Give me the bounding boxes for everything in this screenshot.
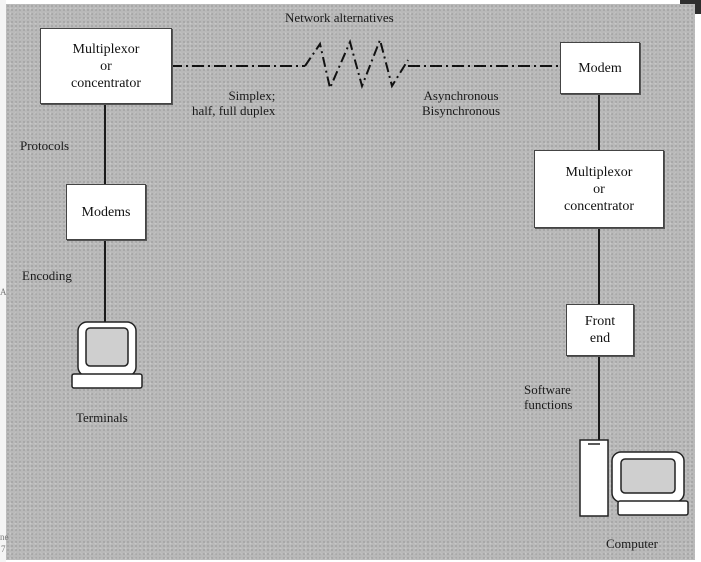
- margin-fragment-7: 7: [1, 544, 6, 554]
- left-multiplexor-line3: concentrator: [71, 75, 141, 91]
- right-modem-label: Modem: [578, 60, 622, 76]
- terminals-label: Terminals: [76, 410, 128, 425]
- right-link-software: [598, 355, 600, 445]
- computer-label: Computer: [606, 536, 658, 551]
- duplex-line2: half, full duplex: [192, 103, 276, 118]
- terminal-icon: [71, 321, 143, 389]
- encoding-label: Encoding: [22, 268, 72, 283]
- left-multiplexor-box: Multiplexor or concentrator: [40, 28, 172, 104]
- protocols-label: Protocols: [20, 138, 70, 153]
- right-modem-box: Modem: [560, 42, 640, 94]
- margin-fragment-a: A: [0, 287, 7, 297]
- page-margin: [0, 0, 6, 562]
- duplex-line1: Simplex;: [228, 88, 276, 103]
- right-multiplexor-line3: concentrator: [564, 198, 634, 214]
- right-frontend-line1: Front: [584, 314, 616, 329]
- network-line: [170, 36, 560, 92]
- duplex-label: Simplex; half, full duplex: [192, 88, 275, 118]
- sync-label: Asynchronous Bisynchronous: [422, 88, 500, 118]
- right-link-modem-mux: [598, 94, 600, 150]
- left-modems-label: Modems: [81, 204, 131, 220]
- right-frontend-box: Front end: [566, 304, 634, 356]
- left-multiplexor-line2: or: [100, 58, 112, 74]
- left-modems-box: Modems: [66, 184, 146, 240]
- right-frontend-line2: end: [589, 331, 611, 346]
- margin-fragment-ne: ne: [0, 532, 9, 542]
- left-multiplexor-line1: Multiplexor: [72, 41, 140, 57]
- computer-icon: [579, 439, 689, 517]
- right-multiplexor-line1: Multiplexor: [565, 164, 633, 180]
- sync-line1: Asynchronous: [423, 88, 499, 103]
- right-multiplexor-box: Multiplexor or concentrator: [534, 150, 664, 228]
- left-link-protocols: [104, 104, 106, 184]
- software-line1: Software: [524, 382, 571, 397]
- left-link-encoding: [104, 238, 106, 324]
- right-link-mux-frontend: [598, 228, 600, 304]
- title-network-alternatives: Network alternatives: [285, 10, 394, 25]
- right-multiplexor-line2: or: [593, 181, 605, 197]
- software-line2: functions: [524, 397, 573, 412]
- software-functions-label: Software functions: [524, 382, 572, 412]
- sync-line2: Bisynchronous: [422, 103, 500, 118]
